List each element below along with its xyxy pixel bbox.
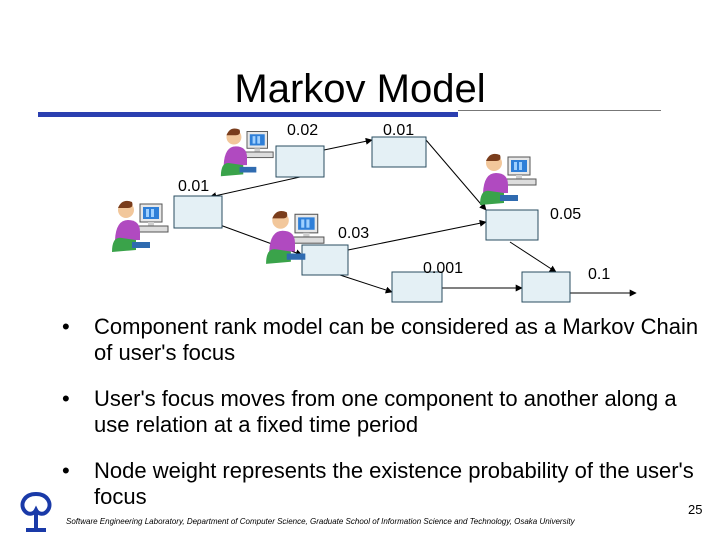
edge-label: 0.001: [423, 260, 463, 277]
bullet-item: • User's focus moves from one component t…: [62, 386, 702, 438]
node-e: [302, 245, 348, 275]
edge-d-g: [510, 242, 556, 272]
node-g: [522, 272, 570, 302]
markov-diagram: 0.02 0.01 0.01 0.05 0.03 0.001 0.1: [0, 0, 720, 310]
user-at-computer-icon: [112, 201, 168, 252]
bullet-item: • Component rank model can be considered …: [62, 314, 702, 366]
node-a: [276, 146, 324, 177]
bullet-list: • Component rank model can be considered …: [62, 314, 702, 530]
edge-label: 0.01: [178, 178, 209, 195]
bullet-item: • Node weight represents the existence pr…: [62, 458, 702, 510]
edge-label: 0.05: [550, 206, 581, 223]
user-at-computer-icon: [221, 129, 273, 177]
bullet-text: User's focus moves from one component to…: [94, 386, 677, 437]
edge-label: 0.1: [588, 266, 610, 283]
edge-a-c: [210, 177, 300, 197]
university-logo: [16, 490, 56, 534]
node-b: [372, 137, 426, 167]
edge-label: 0.03: [338, 225, 369, 242]
bullet-marker: •: [62, 314, 70, 340]
edge-label: 0.02: [287, 122, 318, 139]
edge-b-d: [426, 140, 486, 210]
node-c: [174, 196, 222, 228]
page-number: 25: [688, 502, 702, 517]
edge-e-f: [340, 275, 392, 292]
bullet-text: Node weight represents the existence pro…: [94, 458, 694, 509]
bullet-marker: •: [62, 458, 70, 484]
node-d: [486, 210, 538, 240]
edge-label: 0.01: [383, 122, 414, 139]
bullet-marker: •: [62, 386, 70, 412]
user-at-computer-icon: [480, 154, 536, 205]
footer-affiliation: Software Engineering Laboratory, Departm…: [66, 517, 575, 526]
bullet-text: Component rank model can be considered a…: [94, 314, 698, 365]
edge-a-b: [324, 140, 372, 150]
